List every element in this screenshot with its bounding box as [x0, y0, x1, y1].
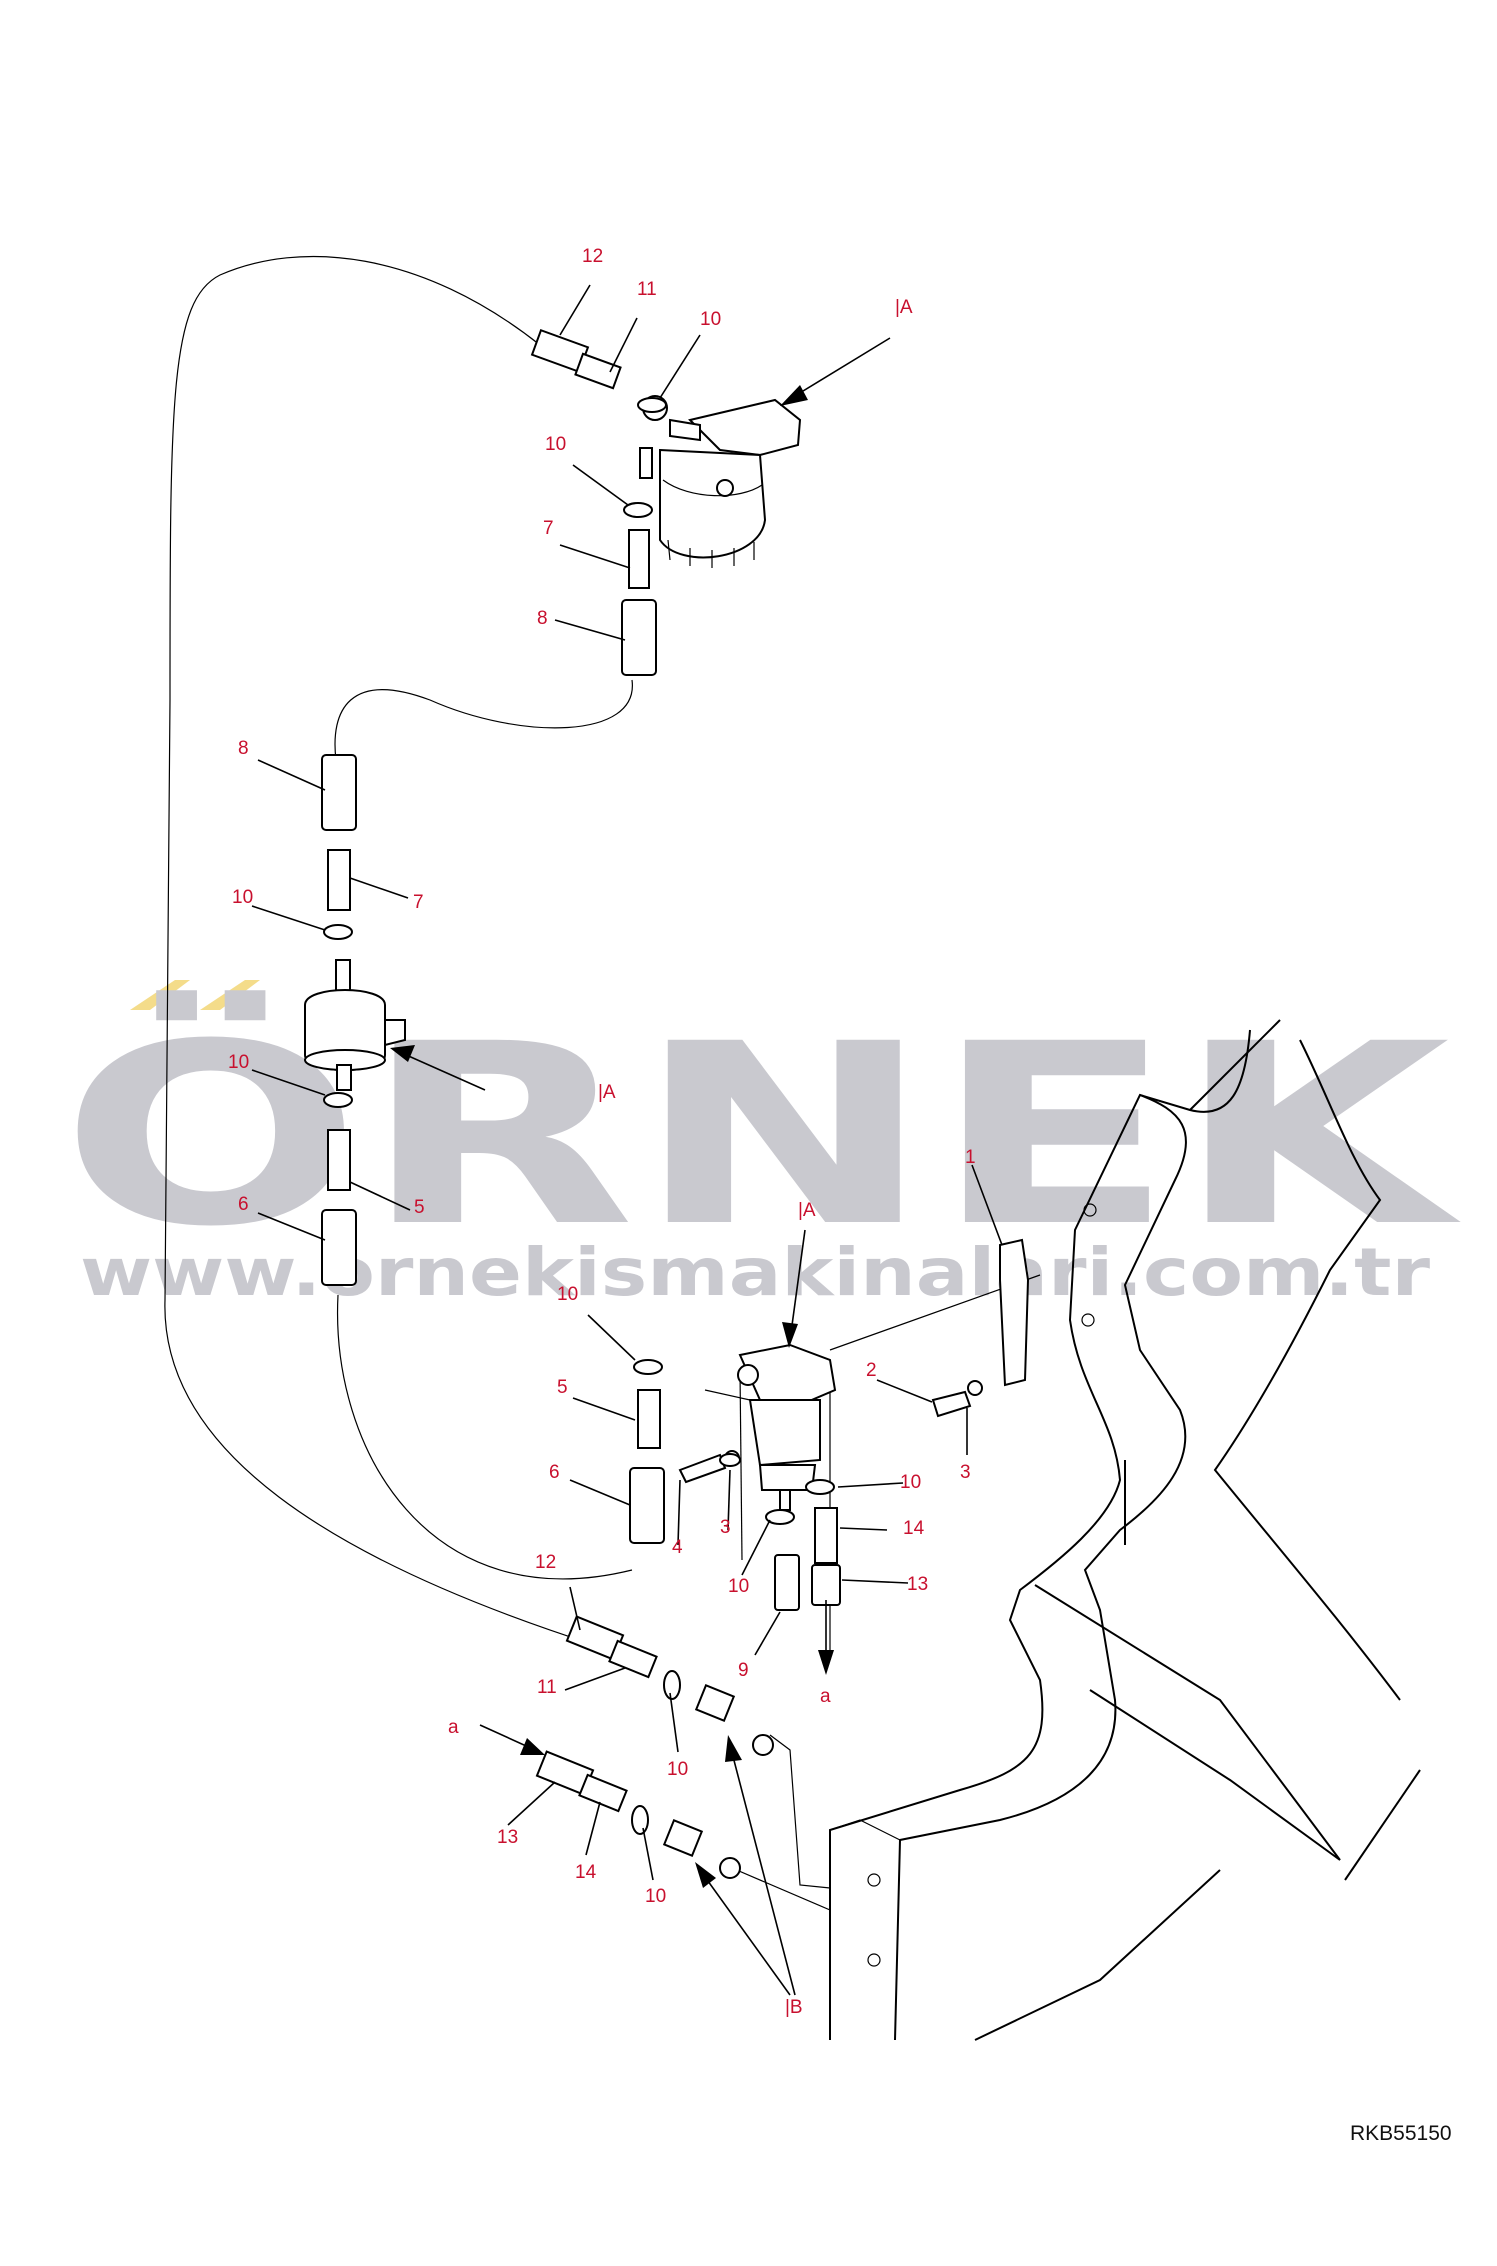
top-fuel-filter — [639, 395, 802, 568]
callout-7-mid: 7 — [413, 892, 424, 913]
watermark: ÖRNEK www.ornekismakinalari.com.tr — [60, 980, 1462, 1311]
callout-14-bottom: 14 — [575, 1862, 597, 1883]
callout-b-ref: |B — [785, 1997, 803, 2018]
callout-3-washer-right: 3 — [960, 1462, 971, 1483]
callout-10-fitting-upper: 10 — [667, 1759, 688, 1780]
callout-8-top: 8 — [537, 608, 548, 629]
callout-2-bolt: 2 — [866, 1360, 877, 1381]
watermark-accent-right — [200, 980, 260, 1010]
callout-10-separator-right: 10 — [900, 1472, 921, 1493]
watermark-url: www.ornekismakinalari.com.tr — [80, 1234, 1431, 1311]
callout-9-hose: 9 — [738, 1660, 749, 1681]
callout-13-lower: 13 — [907, 1574, 928, 1595]
callout-a-flow-down: a — [820, 1686, 831, 1707]
watermark-brand: ÖRNEK — [60, 990, 1462, 1281]
direction-arrows — [390, 337, 891, 1996]
callout-1-bracket: 1 — [965, 1147, 976, 1168]
chassis-frame — [829, 1019, 1421, 2041]
callout-3-washer-left: 3 — [720, 1517, 731, 1538]
callout-12-lower: 12 — [535, 1552, 556, 1573]
hoses-and-clamps — [321, 328, 841, 1879]
callout-a-ref-mid: |A — [598, 1082, 616, 1103]
callout-10-mid-lower: 10 — [228, 1052, 249, 1073]
callout-10-top: 10 — [700, 309, 721, 330]
callout-a-ref-lower: |A — [798, 1200, 816, 1221]
callout-12-top: 12 — [582, 246, 603, 267]
callout-6-lower: 6 — [549, 1462, 560, 1483]
callout-10-filter-left: 10 — [545, 434, 566, 455]
callout-6-mid: 6 — [238, 1194, 249, 1215]
middle-fuel-strainer — [304, 959, 406, 1091]
callout-13-bottom: 13 — [497, 1827, 518, 1848]
callout-10-fitting-lower: 10 — [645, 1886, 666, 1907]
callout-a-ref-top: |A — [895, 297, 913, 318]
callout-11-lower: 11 — [537, 1677, 557, 1698]
callout-a-flow-in: a — [448, 1717, 459, 1738]
callout-8-mid: 8 — [238, 738, 249, 759]
lower-water-separator — [678, 1238, 1030, 1511]
callout-4-bolt: 4 — [672, 1537, 683, 1558]
drawing-code: RKB55150 — [1350, 2122, 1452, 2145]
callout-11-top: 11 — [637, 279, 657, 300]
leader-lines — [251, 284, 1003, 1881]
callout-10-lower-left: 10 — [557, 1284, 578, 1305]
callout-10-separator-bottom: 10 — [728, 1576, 749, 1597]
callout-7-top: 7 — [543, 518, 554, 539]
callout-labels: 12 11 10 |A 10 7 8 8 7 10 10 |A 6 5 |A 1… — [228, 246, 976, 2018]
callout-5-lower: 5 — [557, 1377, 568, 1398]
callout-10-mid-upper: 10 — [232, 887, 253, 908]
callout-14-lower: 14 — [903, 1518, 925, 1539]
callout-5-mid: 5 — [414, 1197, 425, 1218]
watermark-accent-left — [130, 980, 190, 1010]
